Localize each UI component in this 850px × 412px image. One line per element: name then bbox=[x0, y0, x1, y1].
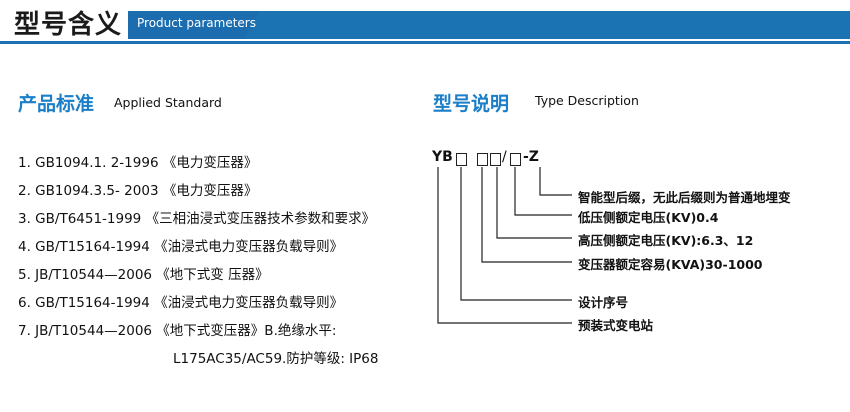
standard-item-5: 5. JB/T10544—2006 《地下式变 压器》 bbox=[18, 267, 269, 283]
header-bar: 型号含义 Product parameters bbox=[0, 0, 850, 48]
connector-capacity bbox=[481, 167, 572, 263]
header-tab-label: Product parameters bbox=[137, 16, 256, 30]
desc-smart-suffix: 智能型后缀，无此后缀则为普通地埋变 bbox=[578, 190, 791, 205]
standards-subtitle: Applied Standard bbox=[114, 95, 222, 110]
connector-smart-suffix bbox=[539, 167, 572, 196]
standard-item-7: 7. JB/T10544—2006 《地下式变压器》B.绝缘水平: bbox=[18, 323, 337, 339]
code-box-3 bbox=[490, 153, 501, 166]
page-title: 型号含义 bbox=[14, 10, 123, 40]
desc-low-voltage: 低压侧额定电压(KV)0.4 bbox=[578, 210, 719, 225]
connector-design-no bbox=[460, 167, 572, 301]
code-prefix: YB bbox=[432, 149, 453, 165]
standard-item-2: 2. GB1094.3.5- 2003 《电力变压器》 bbox=[18, 183, 258, 199]
standard-item-7-continuation: L175AC35/AC59.防护等级: IP68 bbox=[173, 351, 379, 367]
header-blue-tab bbox=[128, 11, 260, 39]
connector-low-voltage bbox=[514, 167, 572, 216]
desc-capacity: 变压器额定容易(KVA)30-1000 bbox=[578, 257, 763, 272]
code-box-1 bbox=[456, 153, 467, 166]
desc-design-no: 设计序号 bbox=[578, 295, 629, 310]
standard-item-1: 1. GB1094.1. 2-1996 《电力变压器》 bbox=[18, 155, 258, 171]
standards-title: 产品标准 bbox=[18, 93, 95, 115]
code-box-2 bbox=[477, 153, 488, 166]
standard-item-4: 4. GB/T15164-1994 《油浸式电力变压器负载导则》 bbox=[18, 239, 344, 255]
type-subtitle: Type Description bbox=[535, 93, 639, 108]
desc-prefab-substation: 预装式变电站 bbox=[578, 318, 654, 333]
desc-high-voltage: 高压侧额定电压(KV):6.3、12 bbox=[578, 233, 754, 248]
standard-item-6: 6. GB/T15164-1994 《油浸式电力变压器负载导则》 bbox=[18, 295, 344, 311]
type-title: 型号说明 bbox=[433, 93, 510, 115]
standard-item-3: 3. GB/T6451-1999 《三相油浸式变压器技术参数和要求》 bbox=[18, 211, 376, 227]
code-slash: / bbox=[502, 149, 507, 165]
code-suffix: -Z bbox=[523, 149, 539, 165]
connector-high-voltage bbox=[496, 167, 572, 239]
connector-prefab-substation bbox=[437, 167, 572, 324]
header-underline bbox=[0, 41, 850, 44]
code-box-4 bbox=[510, 153, 521, 166]
